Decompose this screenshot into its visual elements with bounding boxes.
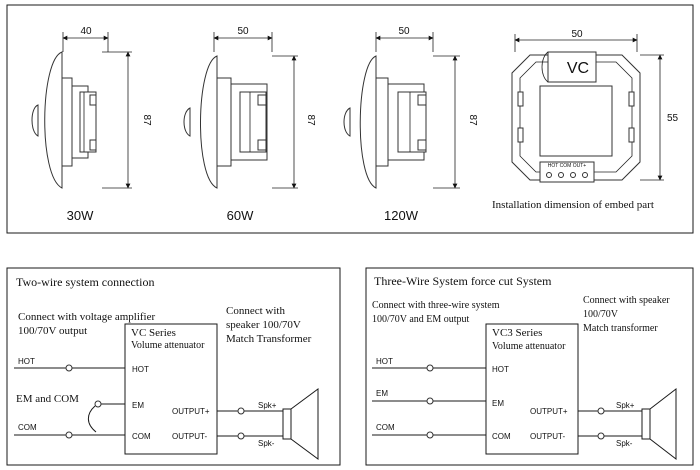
two-wire-title: Two-wire system connection: [16, 275, 154, 289]
three-wire-term-em: EM: [492, 399, 504, 408]
two-wire-out-minus: OUTPUT-: [172, 432, 207, 441]
two-wire-panel-frame: [6, 267, 341, 466]
three-wire-spk-minus: Spk-: [616, 439, 633, 448]
two-wire-out-plus: OUTPUT+: [172, 407, 210, 416]
two-wire-series-name: VC Series: [131, 327, 176, 339]
variant-label-120w: 120W: [384, 208, 419, 223]
three-wire-wire-com: COM: [376, 423, 395, 432]
width-label-60w: 50: [237, 26, 249, 37]
vc-badge-text: VC: [567, 60, 589, 77]
two-wire-term-com: COM: [132, 432, 151, 441]
two-wire-em-com-jumper: [87, 405, 97, 433]
width-label-30w: 40: [80, 26, 92, 37]
three-wire-series-name: VC3 Series: [492, 327, 542, 339]
two-wire-amp-spec: 100/70V output: [18, 325, 87, 337]
three-wire-spk-plus: Spk+: [616, 401, 635, 410]
two-wire-term-em: EM: [132, 401, 144, 410]
two-wire-em-com: EM and COM: [16, 393, 79, 405]
three-wire-attenuator-box: [485, 323, 579, 455]
three-wire-connect-line2: 100/70V and EM output: [372, 314, 470, 325]
height-label-embed: 55: [667, 113, 679, 124]
vc-badge-box: [547, 51, 597, 83]
two-wire-match: Match Transformer: [226, 333, 312, 345]
terminal-block-labels: HOT COM OUT+: [548, 163, 586, 169]
height-label-120w: 87: [467, 114, 478, 126]
embed-part-caption: Installation dimension of embed part: [492, 199, 654, 211]
two-wire-term-hot: HOT: [132, 365, 149, 374]
two-wire-wire-com: COM: [18, 423, 37, 432]
three-wire-wire-em: EM: [376, 389, 388, 398]
two-wire-attenuator-box: [124, 323, 218, 455]
embed-part-drawing: 50 VC HOT COM OUT+ 55: [511, 29, 679, 183]
two-wire-connect-amp: Connect with voltage amplifier: [18, 311, 155, 323]
two-wire-spk-minus: Spk-: [258, 439, 275, 448]
three-wire-speaker-icon: [641, 387, 677, 461]
two-wire-speaker-icon: [282, 388, 319, 460]
two-wire-connect-speaker: Connect with: [226, 305, 285, 317]
variant-120w-drawing: 50 87: [343, 26, 478, 189]
three-wire-out-plus: OUTPUT+: [530, 407, 568, 416]
top-panel-frame: [6, 4, 694, 234]
variant-label-30w: 30W: [67, 208, 94, 223]
two-wire-wire-hot: HOT: [18, 357, 35, 366]
three-wire-connect-line1: Connect with three-wire system: [372, 300, 500, 311]
three-wire-speaker-spec: 100/70V: [583, 309, 619, 320]
width-label-120w: 50: [398, 26, 410, 37]
two-wire-series-desc: Volume attenuator: [131, 340, 205, 351]
three-wire-term-com: COM: [492, 432, 511, 441]
variant-30w-drawing: 40 87: [31, 26, 152, 189]
three-wire-panel-frame: [365, 267, 694, 466]
three-wire-wire-hot: HOT: [376, 357, 393, 366]
three-wire-term-hot: HOT: [492, 365, 509, 374]
three-wire-series-desc: Volume attenuator: [492, 341, 566, 352]
terminal-block: [539, 161, 595, 183]
variant-60w-drawing: 50 87: [183, 26, 316, 189]
three-wire-title: Three-Wire System force cut System: [374, 274, 552, 288]
two-wire-speaker-spec: speaker 100/70V: [226, 319, 301, 331]
variant-label-60w: 60W: [227, 208, 254, 223]
two-wire-spk-plus: Spk+: [258, 401, 277, 410]
three-wire-out-minus: OUTPUT-: [530, 432, 565, 441]
width-label-embed: 50: [571, 29, 583, 40]
height-label-30w: 87: [141, 114, 152, 126]
three-wire-match: Match transformer: [583, 323, 658, 334]
height-label-60w: 87: [305, 114, 316, 126]
three-wire-connect-speaker: Connect with speaker: [583, 295, 670, 306]
